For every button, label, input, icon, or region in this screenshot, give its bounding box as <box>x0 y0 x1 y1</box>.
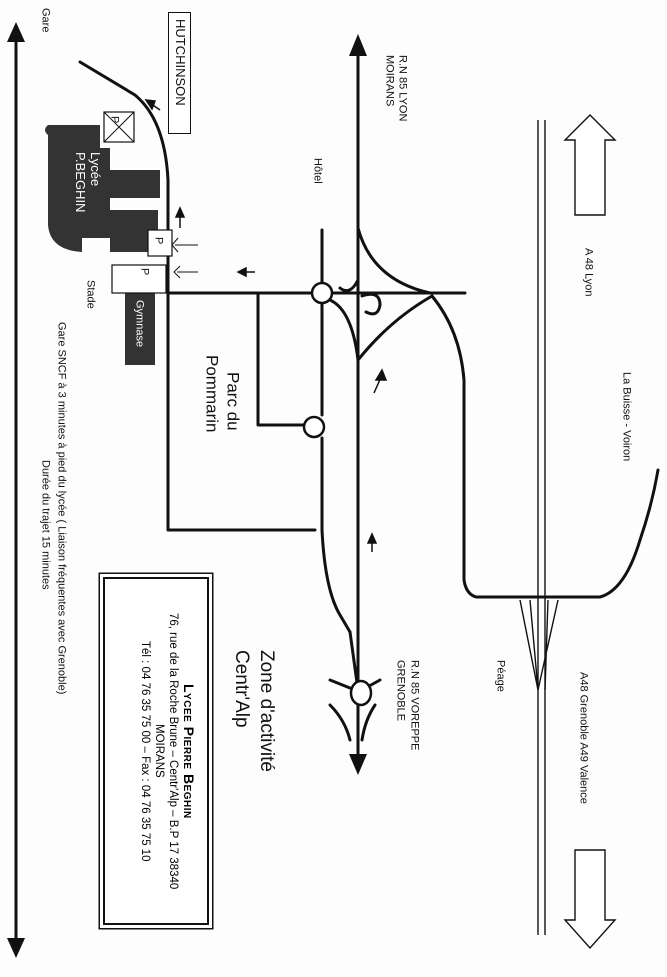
east-road <box>430 294 660 599</box>
interchange-ramp-bottom <box>328 294 434 362</box>
arrow-nw <box>144 99 157 111</box>
a48-lyon-arrow <box>563 114 617 216</box>
address-city: MOIRANS <box>153 724 165 778</box>
peage-label: Péage <box>494 660 507 692</box>
arrow-southwest <box>374 368 388 381</box>
moirans-label: MOIRANS <box>383 55 396 107</box>
rn85-voreppe-label: R.N 85 VOREPPE <box>408 660 421 751</box>
gare-sncf-note: Gare SNCF à 3 minutes à pied du lycée ( … <box>55 322 68 695</box>
pommarin-road <box>256 293 312 427</box>
la-buisse-label: La Buisse - Voiron <box>620 372 633 462</box>
parking-middle <box>147 229 173 257</box>
duree-note: Durée du trajet 15 minutes <box>39 460 52 590</box>
rn85-arrow-top <box>349 34 367 56</box>
gymnase-building <box>125 293 155 365</box>
interchange-ramp-bend <box>338 278 360 293</box>
pommarin-label: Pommarin <box>202 355 222 433</box>
rn85-arrow-bottom <box>349 754 367 775</box>
grenoble-label: GRENOBLE <box>394 660 407 722</box>
parking-stade <box>111 264 167 294</box>
inner-road <box>320 228 352 634</box>
roundabout-south <box>349 679 373 707</box>
parking-stade-label: P <box>138 268 151 276</box>
arrow-up-small <box>174 206 186 218</box>
a48-grenoble-arrow <box>563 849 617 950</box>
address-box: Lycee Pierre Beghin 76, rue de la Roche … <box>103 577 209 925</box>
lycee-building <box>45 125 160 252</box>
school-south-road <box>166 291 317 532</box>
school-name: Lycee Pierre Beghin <box>181 683 197 819</box>
lycee-label: Lycée <box>87 152 103 187</box>
parking-middle-label: P <box>152 237 165 245</box>
parc-label: Parc du <box>223 372 243 431</box>
lower-connector <box>348 630 360 692</box>
address-phone: Tél : 04 76 35 75 00 – Fax : 04 76 35 75… <box>139 640 151 862</box>
arrow-west <box>236 266 247 278</box>
north-road <box>78 60 170 295</box>
rn85-lyon-label: R.N 85 LYON <box>396 55 409 122</box>
a48-lyon-label: A 48 Lyon <box>582 248 595 297</box>
lower-ramps <box>328 678 382 742</box>
interchange-loop <box>360 292 382 316</box>
gymnase-label: Gymnase <box>133 300 146 348</box>
arrow-up <box>366 532 378 544</box>
toll-plaza <box>519 599 559 691</box>
railway-arrow-top <box>7 22 25 42</box>
gare-label: Gare <box>39 8 52 33</box>
parking-north-label: P <box>108 116 121 124</box>
hutchinson-label: HUTCHINSON <box>168 12 191 134</box>
a48-grenoble-label: A48 Grenoble A49 Valence <box>577 672 590 804</box>
interchange-ramp-top <box>356 226 432 295</box>
roundabout-north <box>310 281 334 305</box>
stade-label: Stade <box>84 280 97 309</box>
address-street: 76, rue de la Roche Brune – Centr'Alp – … <box>167 612 179 890</box>
parking-arrow-2 <box>173 265 198 279</box>
lycee-name-label: P.BEGHIN <box>72 152 88 213</box>
zone-name-label: Centr'Alp <box>230 650 252 728</box>
parking-arrow-1 <box>171 237 198 253</box>
railway-arrow-bottom <box>7 938 25 958</box>
roundabout-pommarin <box>302 415 326 439</box>
zone-label: Zone d'activité <box>255 650 277 772</box>
hotel-label: Hôtel <box>311 158 324 184</box>
